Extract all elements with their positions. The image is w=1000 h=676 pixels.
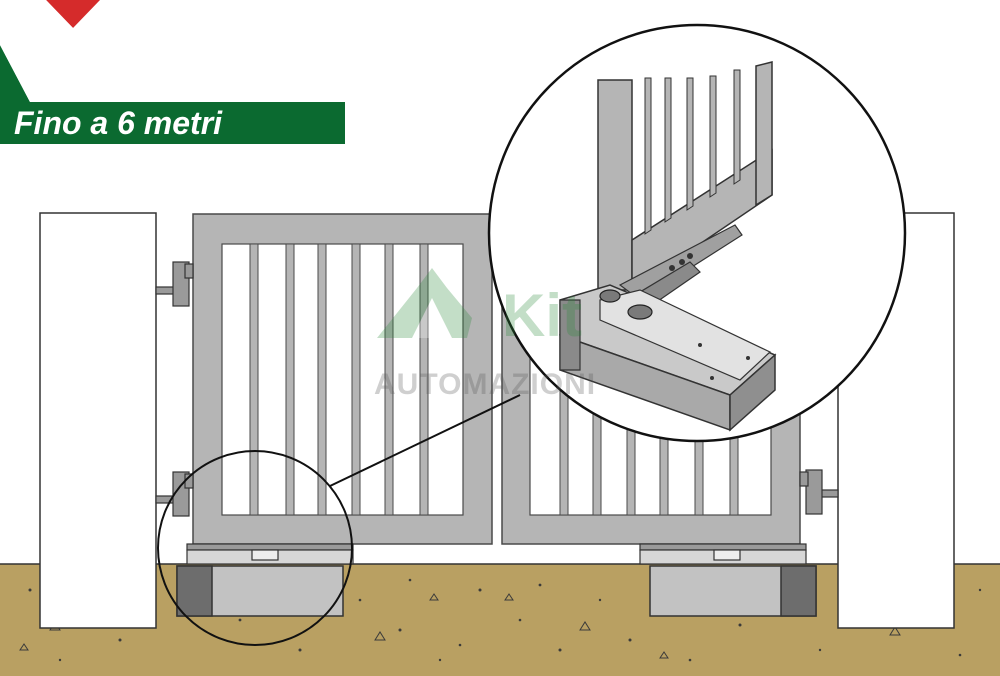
- watermark-brand: Kit: [502, 282, 582, 349]
- brand-watermark: Kit AUTOMAZIONI: [372, 268, 612, 408]
- left-pillar: [39, 212, 157, 629]
- tent-logo-icon: [377, 268, 472, 338]
- right-motor-box: [649, 565, 817, 617]
- length-banner: Fino a 6 metri: [0, 102, 345, 144]
- gate-pivot-plates: [186, 543, 807, 565]
- gate-hinges: [155, 261, 839, 517]
- italian-flag-corner: [0, 0, 100, 102]
- zoom-detail: [487, 23, 907, 443]
- detail-highlight-circle: [157, 450, 353, 646]
- watermark-subtitle: AUTOMAZIONI: [374, 368, 597, 401]
- left-gate-leaf: [192, 213, 493, 545]
- ground: [0, 563, 1000, 676]
- detail-connector-line: [329, 394, 521, 487]
- banner-text: Fino a 6 metri: [14, 105, 223, 141]
- left-motor-box: [176, 565, 344, 617]
